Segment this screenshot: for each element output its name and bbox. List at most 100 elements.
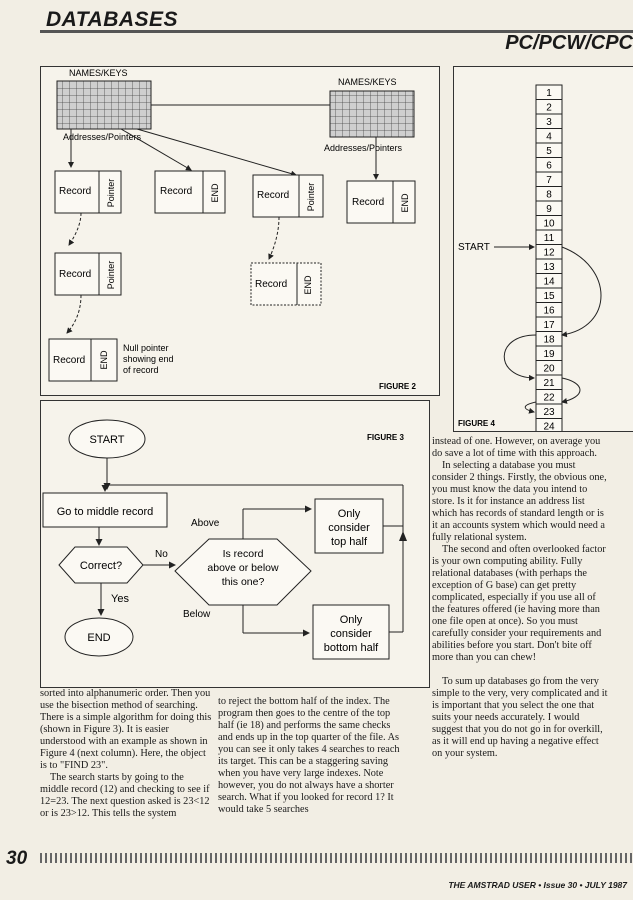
record-cell: 18 xyxy=(535,331,563,347)
article-column-2: to reject the bottom half of the index. … xyxy=(218,696,402,816)
go-middle-box xyxy=(42,492,168,528)
bottom-half-label: bottom half xyxy=(324,642,379,654)
svg-text:Record: Record xyxy=(59,186,91,197)
svg-text:Pointer: Pointer xyxy=(306,183,316,212)
pointers-label-right: Addresses/Pointers xyxy=(324,143,403,153)
pointers-label-left: Addresses/Pointers xyxy=(63,132,142,142)
paragraph: To sum up databases go from the very sim… xyxy=(432,676,608,759)
index-table-right xyxy=(329,90,415,138)
decision-label: above or below xyxy=(207,562,279,574)
svg-text:22: 22 xyxy=(543,393,555,404)
above-label: Above xyxy=(191,518,220,529)
top-half-label: top half xyxy=(331,536,368,548)
svg-text:4: 4 xyxy=(546,132,552,143)
search-jump-arrow xyxy=(503,334,537,381)
pointer-arrow xyxy=(68,212,82,246)
paragraph: instead of one. However, on average you … xyxy=(432,436,601,459)
figure-3-flowchart: FIGURE 3 START Go to middle record Corre… xyxy=(42,419,407,660)
start-label: START xyxy=(89,434,124,446)
figure-4-start-label: START xyxy=(458,242,490,253)
paragraph: to reject the bottom half of the index. … xyxy=(218,696,400,815)
svg-text:2: 2 xyxy=(546,103,552,114)
svg-text:Pointer: Pointer xyxy=(106,261,116,290)
svg-text:5: 5 xyxy=(546,146,552,157)
figure-4-diagram: 123456789101112131415161718192021222324 … xyxy=(458,84,602,434)
record-cell: 20 xyxy=(535,360,563,376)
svg-text:15: 15 xyxy=(543,291,555,302)
go-middle-label: Go to middle record xyxy=(57,506,154,518)
record-cell: 12 xyxy=(535,244,563,260)
index-label-right: NAMES/KEYS xyxy=(338,77,397,87)
record-cell: 2 xyxy=(535,99,563,115)
svg-text:18: 18 xyxy=(543,335,555,346)
record-cell: 3 xyxy=(535,113,563,129)
record-box: Record Pointer xyxy=(54,170,122,214)
record-cell: 5 xyxy=(535,142,563,158)
svg-text:3: 3 xyxy=(546,117,552,128)
record-cell: 15 xyxy=(535,287,563,303)
svg-text:Record: Record xyxy=(53,355,85,366)
above-below-decision xyxy=(174,538,312,606)
article-column-3: instead of one. However, on average you … xyxy=(432,436,610,760)
svg-text:14: 14 xyxy=(543,277,555,288)
no-label: No xyxy=(155,549,168,560)
top-half-label: Only xyxy=(338,508,361,520)
pointer-arrow xyxy=(120,128,192,171)
paragraph: The second and often overlooked factor i… xyxy=(432,544,606,663)
record-cell: 14 xyxy=(535,273,563,289)
paragraph: sorted into alphanumeric order. Then you… xyxy=(40,688,212,771)
record-box: Record END xyxy=(346,180,416,224)
record-cell: 11 xyxy=(535,229,563,245)
article-column-1: sorted into alphanumeric order. Then you… xyxy=(40,688,212,820)
record-cell: 1 xyxy=(535,84,563,100)
svg-text:20: 20 xyxy=(543,364,555,375)
decision-label: this one? xyxy=(222,576,265,588)
search-jump-arrow xyxy=(524,401,537,414)
section-title: DATABASES xyxy=(46,8,179,31)
below-label: Below xyxy=(183,609,211,620)
index-label-left: NAMES/KEYS xyxy=(69,68,128,78)
end-terminal xyxy=(64,617,134,657)
svg-text:6: 6 xyxy=(546,161,552,172)
figure-3-label: FIGURE 3 xyxy=(367,433,404,442)
flow-arrowhead xyxy=(399,531,407,541)
svg-text:Record: Record xyxy=(257,190,289,201)
svg-text:END: END xyxy=(400,193,410,213)
svg-text:Record: Record xyxy=(59,269,91,280)
page-number: 30 xyxy=(6,848,28,869)
footer-stripe xyxy=(40,853,633,863)
null-pointer-note: of record xyxy=(123,365,159,375)
pointer-arrow xyxy=(66,294,82,334)
record-cell: 4 xyxy=(535,128,563,144)
svg-text:1: 1 xyxy=(546,88,552,99)
svg-text:Pointer: Pointer xyxy=(106,179,116,208)
figure-3-panel: FIGURE 3 START Go to middle record Corre… xyxy=(40,400,430,688)
figure-2-label: FIGURE 2 xyxy=(379,382,416,391)
record-cell: 6 xyxy=(535,157,563,173)
record-cell: 22 xyxy=(535,389,563,405)
record-box: Record END xyxy=(48,338,118,382)
svg-text:END: END xyxy=(210,183,220,203)
svg-text:END: END xyxy=(303,275,313,295)
record-cell: 17 xyxy=(535,316,563,332)
bottom-half-label: Only xyxy=(340,614,363,626)
magazine-footer: THE AMSTRAD USER • Issue 30 • JULY 1987 xyxy=(448,880,627,890)
record-box: Record END xyxy=(250,262,322,306)
svg-text:10: 10 xyxy=(543,219,555,230)
svg-text:9: 9 xyxy=(546,204,552,215)
header-rule xyxy=(40,30,633,33)
record-cell: 23 xyxy=(535,403,563,419)
record-box: Record Pointer xyxy=(252,174,324,218)
record-cell: 24 xyxy=(535,418,563,434)
bottom-half-label: consider xyxy=(330,628,372,640)
pointer-arrow xyxy=(136,128,297,177)
svg-text:24: 24 xyxy=(543,422,555,432)
correct-label: Correct? xyxy=(80,560,122,572)
svg-text:Record: Record xyxy=(255,279,287,290)
record-cell: 19 xyxy=(535,345,563,361)
end-label: END xyxy=(87,632,110,644)
paragraph: In selecting a database you must conside… xyxy=(432,460,607,543)
top-half-label: consider xyxy=(328,522,370,534)
